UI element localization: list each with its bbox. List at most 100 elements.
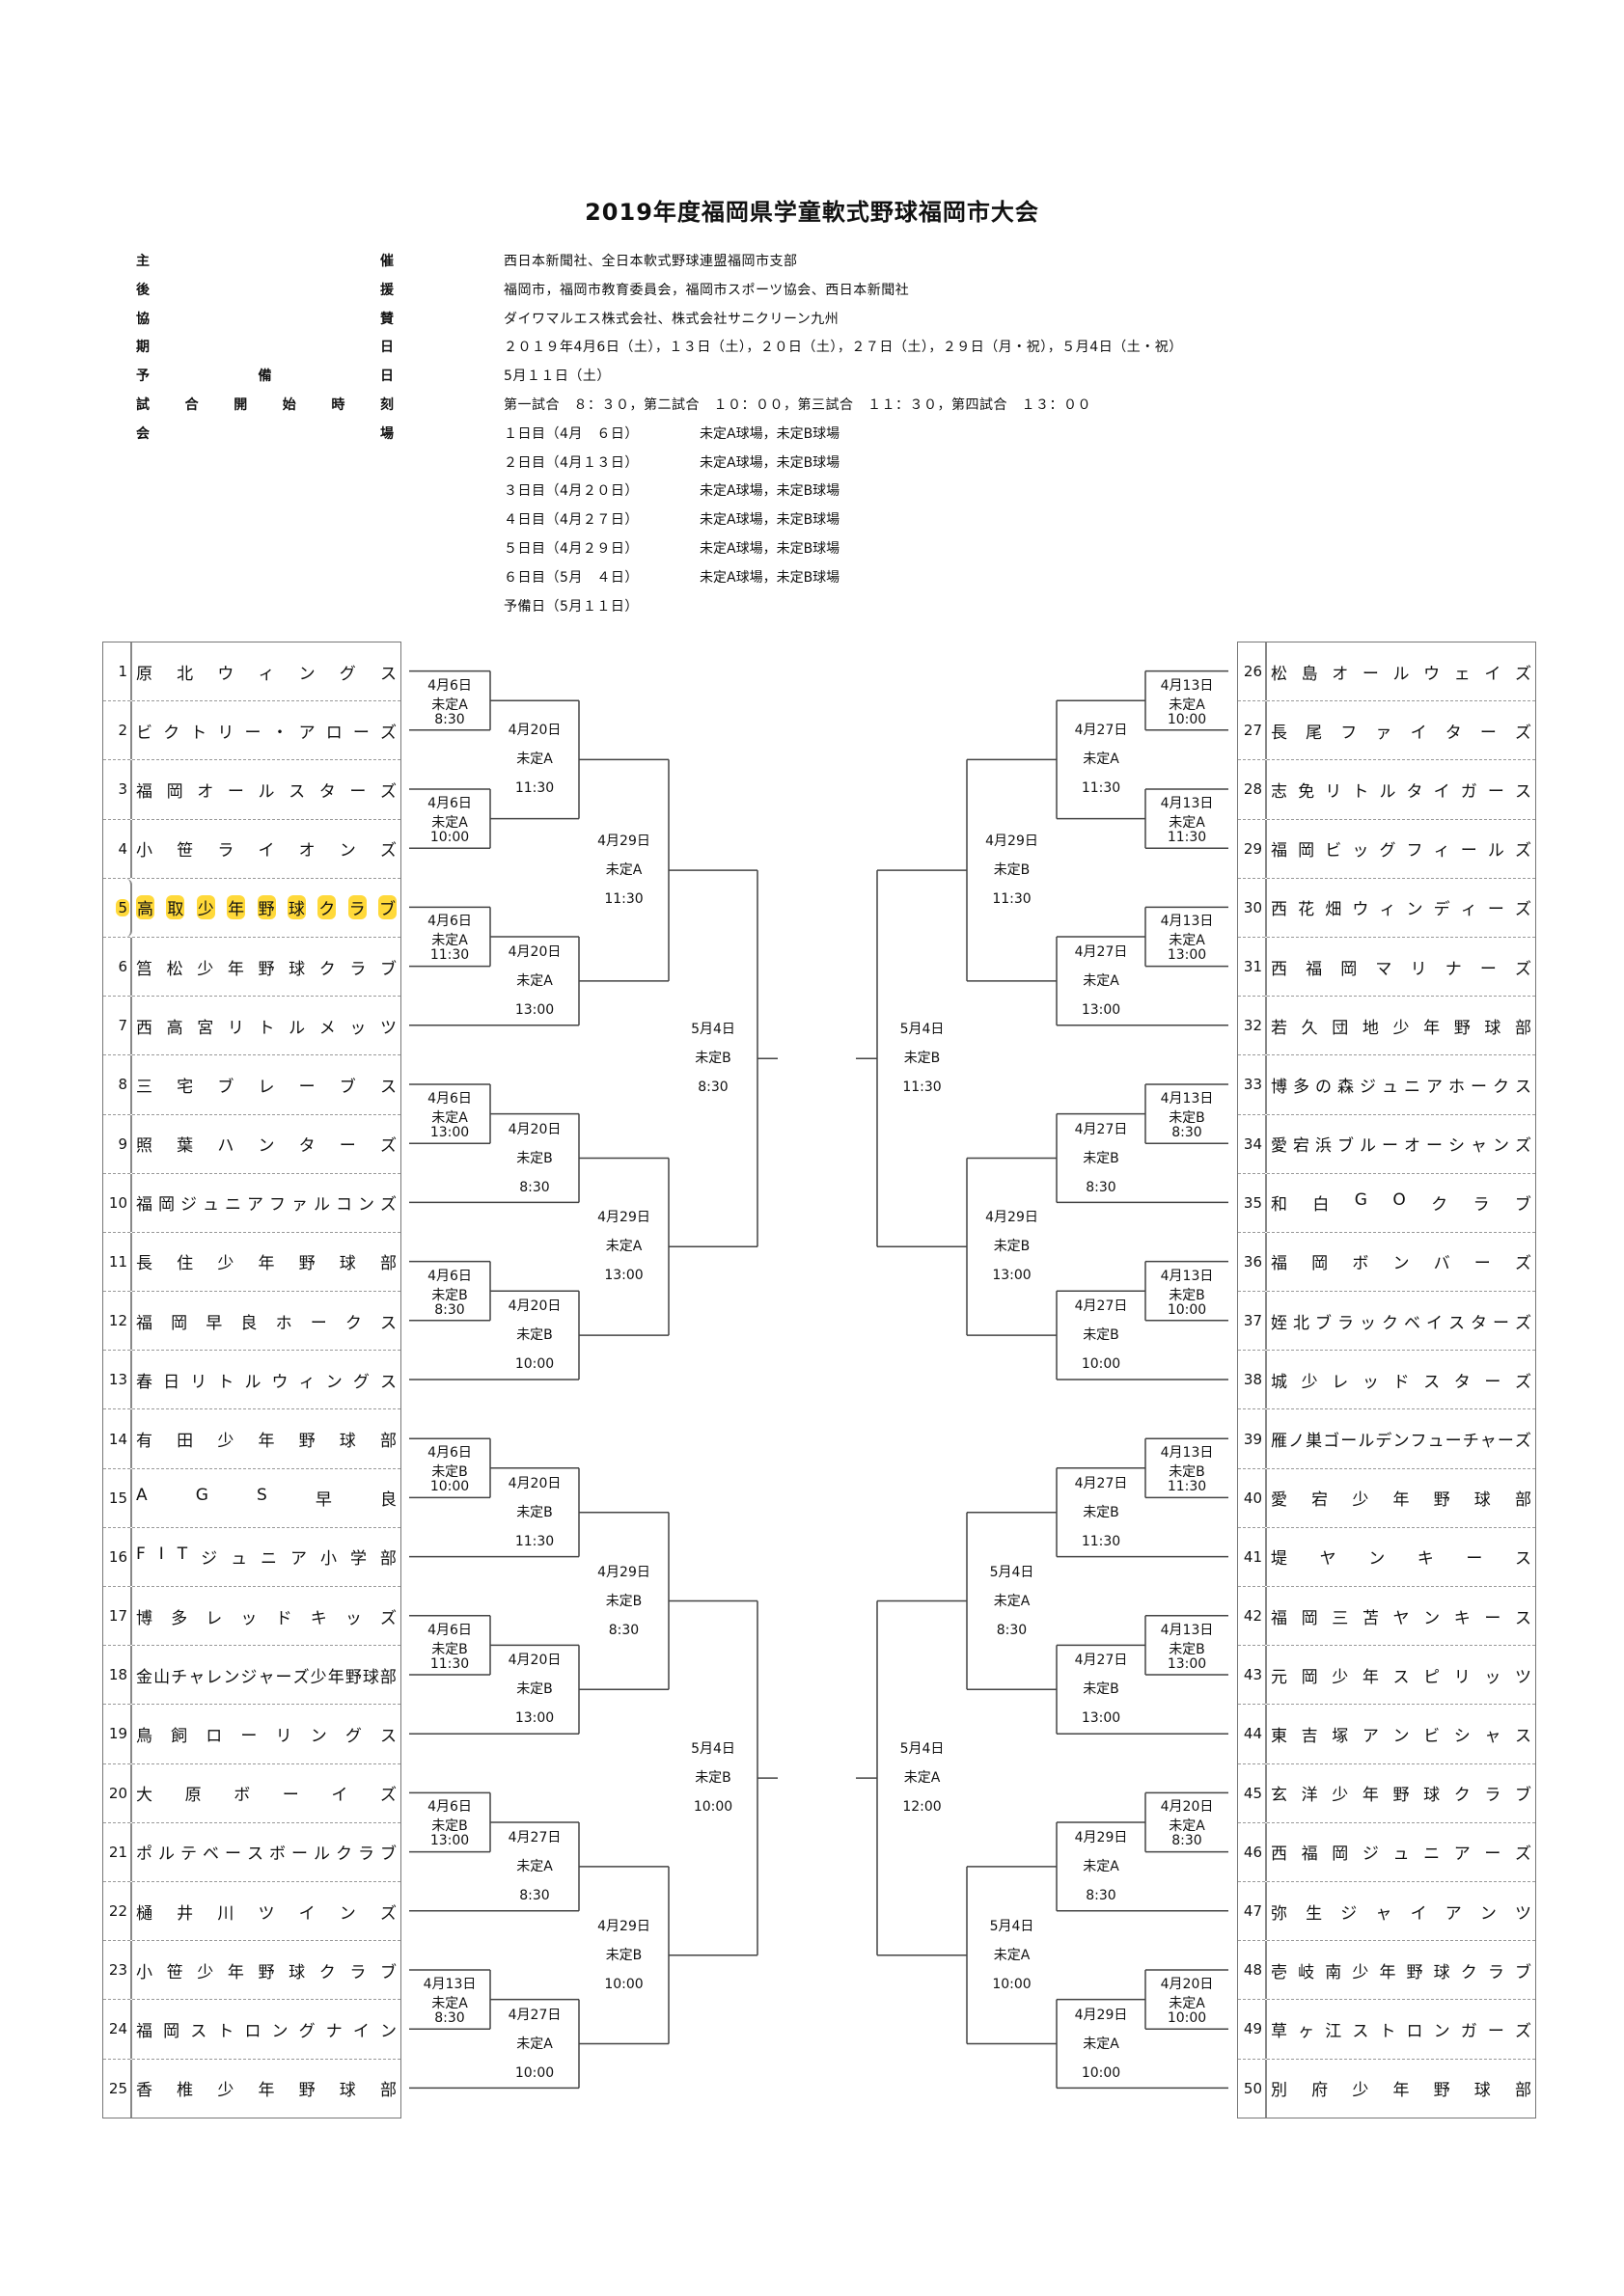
match-venue: 未定B (1169, 1641, 1205, 1657)
info-value: ２日目（4月１３日） (504, 454, 639, 471)
team-number-text: 46 (1243, 1843, 1262, 1861)
team-name: 長尾ファイターズ (1271, 723, 1531, 743)
match-time: 10:00 (693, 1799, 733, 1816)
team-name: 別府少年野球部 (1271, 2081, 1531, 2101)
info-value: 第一試合 ８：３０，第二試合 １０：００，第三試合 １１：３０，第四試合 １３：… (504, 397, 1091, 413)
team-name: 照葉ハンターズ (136, 1136, 397, 1157)
match-time: 11:30 (429, 1655, 470, 1672)
match-date: 4月29日 (1074, 2007, 1128, 2023)
team-number: 3 (103, 760, 132, 819)
match-time: 12:00 (902, 1799, 942, 1816)
team-number: 2 (103, 701, 132, 760)
match-venue: 未定B (605, 1947, 643, 1963)
match-venue: 未定B (431, 1818, 468, 1835)
team-number-text: 27 (1243, 722, 1262, 740)
team-number-text: 31 (1243, 958, 1262, 976)
team-number: 44 (1238, 1705, 1267, 1763)
team-name: 玄洋少年野球クラブ (1271, 1786, 1531, 1806)
info-row: ４日目（4月２７日）未定A球場，未定B球場 (136, 509, 1487, 536)
team-number: 42 (1238, 1587, 1267, 1646)
match-venue: 未定A (1083, 2036, 1119, 2052)
match-time: 13:00 (1167, 947, 1207, 964)
info-label: 協賛 (136, 311, 394, 327)
info-row: 主催西日本新聞社、全日本軟式野球連盟福岡市支部 (136, 251, 1487, 278)
info-venue: 未定A球場，未定B球場 (700, 454, 840, 471)
info-label: 期日 (136, 340, 394, 356)
info-value: 5月１１日（土） (504, 369, 611, 385)
team-name: 姪北ブラックベイスターズ (1271, 1313, 1531, 1333)
team-number: 40 (1238, 1468, 1267, 1527)
match-venue: 未定B (1083, 1327, 1119, 1344)
info-label: 試合開始時刻 (136, 397, 394, 413)
info-value: ６日目（5月 ４日） (504, 569, 639, 586)
team-number-text: 1 (118, 663, 127, 681)
team-name: 春日リトルウィングス (136, 1372, 397, 1392)
match-venue: 未定A (431, 933, 468, 949)
team-number-text: 34 (1243, 1134, 1262, 1153)
match-date: 4月20日 (1160, 1799, 1214, 1816)
match-time: 8:30 (519, 1887, 550, 1903)
match-date: 4月29日 (985, 1210, 1038, 1226)
info-row: 協賛ダイワマルエス株式会社、株式会社サニクリーン九州 (136, 309, 1487, 336)
team-number-text: 6 (118, 958, 127, 976)
match-date: 5月4日 (899, 1022, 945, 1038)
match-date: 4月6日 (427, 1091, 472, 1107)
info-venue: 未定A球場，未定B球場 (700, 425, 840, 442)
match-venue: 未定A (1169, 933, 1205, 949)
team-number: 24 (103, 2000, 132, 2059)
team-name: 福岡ビッグフィールズ (1271, 841, 1531, 861)
team-number: 38 (1238, 1351, 1267, 1409)
team-name: 堤ヤンキース (1271, 1549, 1531, 1570)
match-date: 4月20日 (1160, 1977, 1214, 1992)
team-number-text: 15 (108, 1489, 127, 1507)
team-name: 福岡ストロングナイン (136, 2021, 397, 2041)
match-venue: 未定B (1169, 1464, 1205, 1481)
match-time: 11:30 (1167, 1479, 1207, 1495)
team-number-text: 40 (1243, 1489, 1262, 1507)
team-number: 19 (103, 1705, 132, 1763)
match-time: 8:30 (996, 1622, 1028, 1638)
match-venue: 未定A (605, 862, 643, 879)
team-name: 雁ノ巣ゴールデンフューチャーズ (1271, 1432, 1531, 1452)
team-number-text: 16 (108, 1547, 127, 1566)
match-venue: 未定A (1169, 1818, 1205, 1835)
match-venue: 未定B (695, 1770, 731, 1787)
info-label: 主催 (136, 254, 394, 269)
match-time: 10:00 (1081, 2064, 1121, 2081)
team-number-text: 13 (108, 1371, 127, 1389)
match-date: 4月6日 (427, 677, 472, 694)
match-time: 10:00 (514, 1356, 555, 1373)
match-venue: 未定A (903, 1770, 941, 1787)
team-name: 三宅ブレーブス (136, 1077, 397, 1097)
match-time: 13:00 (514, 1001, 555, 1018)
team-number: 21 (103, 1822, 132, 1881)
team-number-text: 48 (1243, 1961, 1262, 1980)
match-date: 4月29日 (597, 1918, 650, 1934)
match-venue: 未定A (516, 1858, 553, 1874)
team-number: 22 (103, 1881, 132, 1941)
